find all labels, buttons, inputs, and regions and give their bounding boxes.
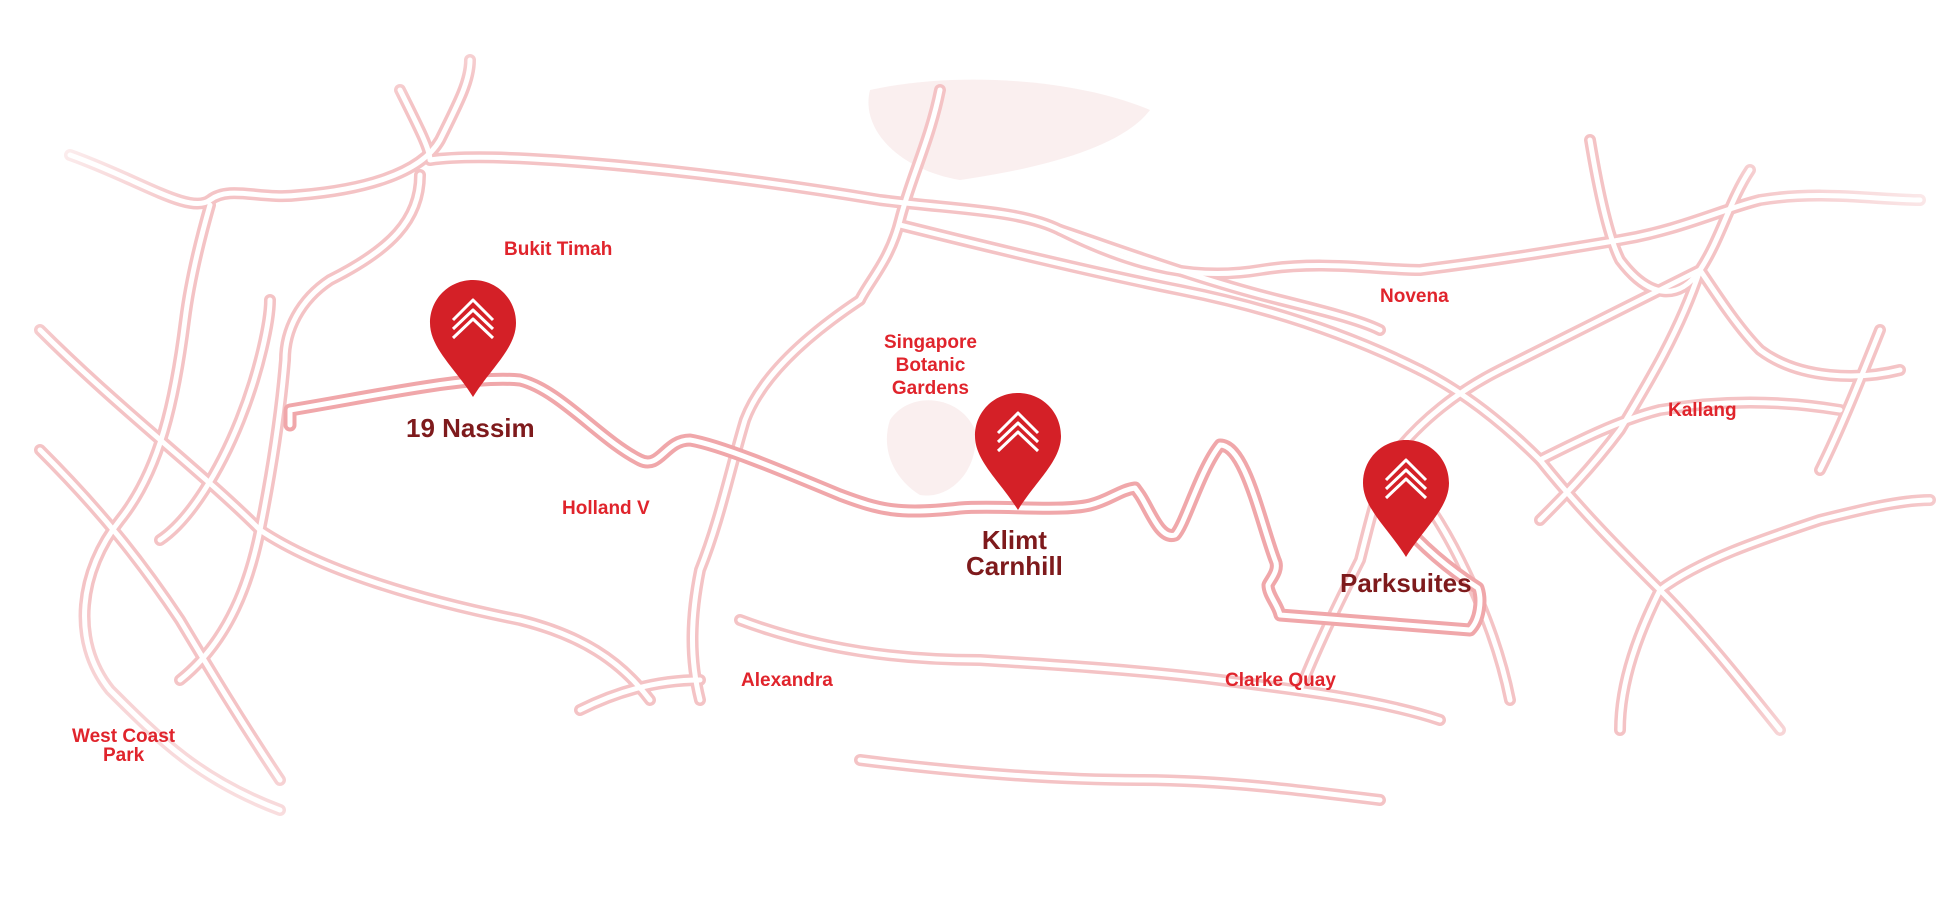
home-logo-icon bbox=[451, 298, 495, 340]
home-logo-icon bbox=[1384, 458, 1428, 500]
pin-label-19-nassim: 19 Nassim bbox=[406, 413, 535, 443]
pin-label-klimt-carnhill: Klimt Carnhill bbox=[966, 527, 1063, 579]
pin-parksuites[interactable] bbox=[1363, 440, 1449, 557]
area-clarke-quay: Clarke Quay bbox=[1225, 670, 1336, 691]
area-bukit-timah: Bukit Timah bbox=[504, 239, 613, 260]
area-kallang: Kallang bbox=[1668, 400, 1737, 421]
area-botanic-line-1: Singapore bbox=[884, 332, 977, 353]
area-botanic-line-2: Botanic bbox=[895, 354, 966, 376]
area-novena: Novena bbox=[1380, 286, 1449, 307]
home-logo-icon bbox=[996, 411, 1040, 453]
area-alexandra: Alexandra bbox=[741, 670, 833, 691]
area-west-coast-line-1: West Coast bbox=[72, 726, 176, 747]
area-west-coast-park: West Coast Park bbox=[72, 727, 175, 765]
pin-label-parksuites: Parksuites bbox=[1340, 568, 1472, 598]
pin-label-klimt-line-2: Carnhill bbox=[966, 551, 1063, 581]
area-botanic-line-3: Gardens bbox=[891, 377, 969, 399]
pin-klimt-carnhill[interactable] bbox=[975, 393, 1061, 510]
area-holland-v: Holland V bbox=[562, 498, 650, 519]
pin-19-nassim[interactable] bbox=[430, 280, 516, 397]
area-singapore-botanic-gardens: Singapore Botanic Gardens bbox=[884, 332, 977, 400]
area-west-coast-line-2: Park bbox=[102, 745, 145, 766]
pin-label-klimt-line-1: Klimt bbox=[981, 525, 1047, 555]
